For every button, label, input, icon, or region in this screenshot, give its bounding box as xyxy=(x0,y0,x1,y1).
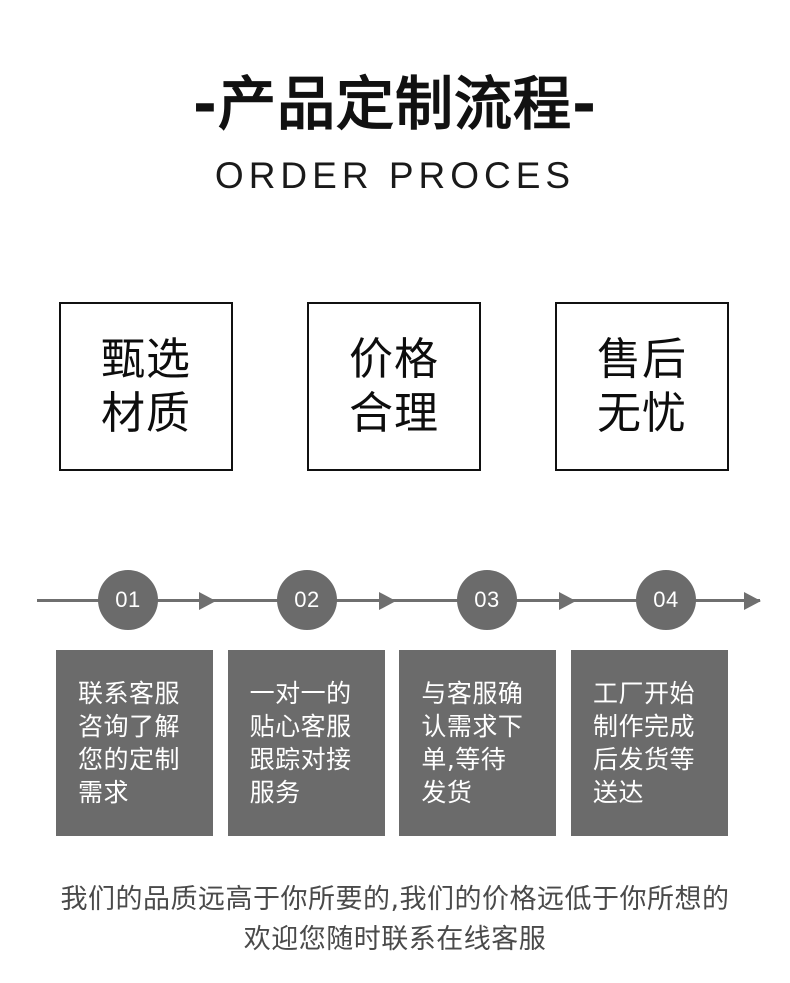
step-card-02: 一对一的 贴心客服 跟踪对接 服务 xyxy=(227,650,385,836)
footer-text-line2: 欢迎您随时联系在线客服 xyxy=(243,924,547,955)
step-text-line: 一对一的 xyxy=(249,679,352,708)
step-text-line: 跟踪对接 xyxy=(249,745,352,774)
step-text-line: 服务 xyxy=(249,778,301,807)
feature-label-line2: 材质 xyxy=(101,387,191,439)
page-subtitle: ORDER PROCES xyxy=(214,155,576,196)
step-text-line: 送达 xyxy=(592,778,644,807)
footer: 我们的品质远高于你所要的,我们的价格远低于你所想的 欢迎您随时联系在线客服 xyxy=(0,880,790,960)
feature-box-after-sales: 售后 无忧 xyxy=(555,302,729,471)
feature-label-line1: 售后 xyxy=(597,333,687,385)
step-text-line: 需求 xyxy=(78,778,130,807)
feature-box-group: 甄选 材质 价格 合理 售后 无忧 xyxy=(59,302,729,471)
step-text-line: 工厂开始 xyxy=(592,679,695,708)
feature-label-line1: 价格 xyxy=(349,333,439,385)
process-timeline: 01 02 03 04 xyxy=(0,570,790,632)
footer-text-line1: 我们的品质远高于你所要的,我们的价格远低于你所想的 xyxy=(60,884,730,915)
step-card-01: 联系客服 咨询了解 您的定制 需求 xyxy=(56,650,213,836)
timeline-step-marker-01: 01 xyxy=(98,570,158,630)
feature-box-price: 价格 合理 xyxy=(307,302,481,471)
feature-label-line2: 无忧 xyxy=(597,387,687,439)
step-card-group: 联系客服 咨询了解 您的定制 需求 一对一的 贴心客服 跟踪对接 服务 与客服确… xyxy=(56,650,728,836)
step-text-line: 制作完成 xyxy=(592,712,695,741)
feature-box-material: 甄选 材质 xyxy=(59,302,233,471)
feature-label-line2: 合理 xyxy=(349,387,439,439)
step-text-line: 单,等待 xyxy=(421,745,507,774)
arrow-right-icon xyxy=(744,592,761,610)
step-text-line: 与客服确 xyxy=(421,679,524,708)
page-title: -产品定制流程- xyxy=(192,70,598,138)
step-text-line: 认需求下 xyxy=(421,712,524,741)
step-text-line: 您的定制 xyxy=(78,745,181,774)
step-text-line: 贴心客服 xyxy=(249,712,352,741)
arrow-right-icon xyxy=(199,592,216,610)
step-text-line: 咨询了解 xyxy=(78,712,181,741)
feature-label-line1: 甄选 xyxy=(101,333,191,385)
step-card-04: 工厂开始 制作完成 后发货等 送达 xyxy=(570,650,728,836)
timeline-step-marker-04: 04 xyxy=(636,570,696,630)
timeline-step-marker-03: 03 xyxy=(457,570,517,630)
arrow-right-icon xyxy=(379,592,396,610)
step-text-line: 后发货等 xyxy=(592,745,695,774)
timeline-step-marker-02: 02 xyxy=(277,570,337,630)
step-card-03: 与客服确 认需求下 单,等待 发货 xyxy=(399,650,557,836)
arrow-right-icon xyxy=(559,592,576,610)
header: -产品定制流程- ORDER PROCES xyxy=(0,0,790,198)
step-text-line: 发货 xyxy=(421,778,473,807)
step-text-line: 联系客服 xyxy=(78,679,181,708)
timeline-track xyxy=(37,599,760,602)
